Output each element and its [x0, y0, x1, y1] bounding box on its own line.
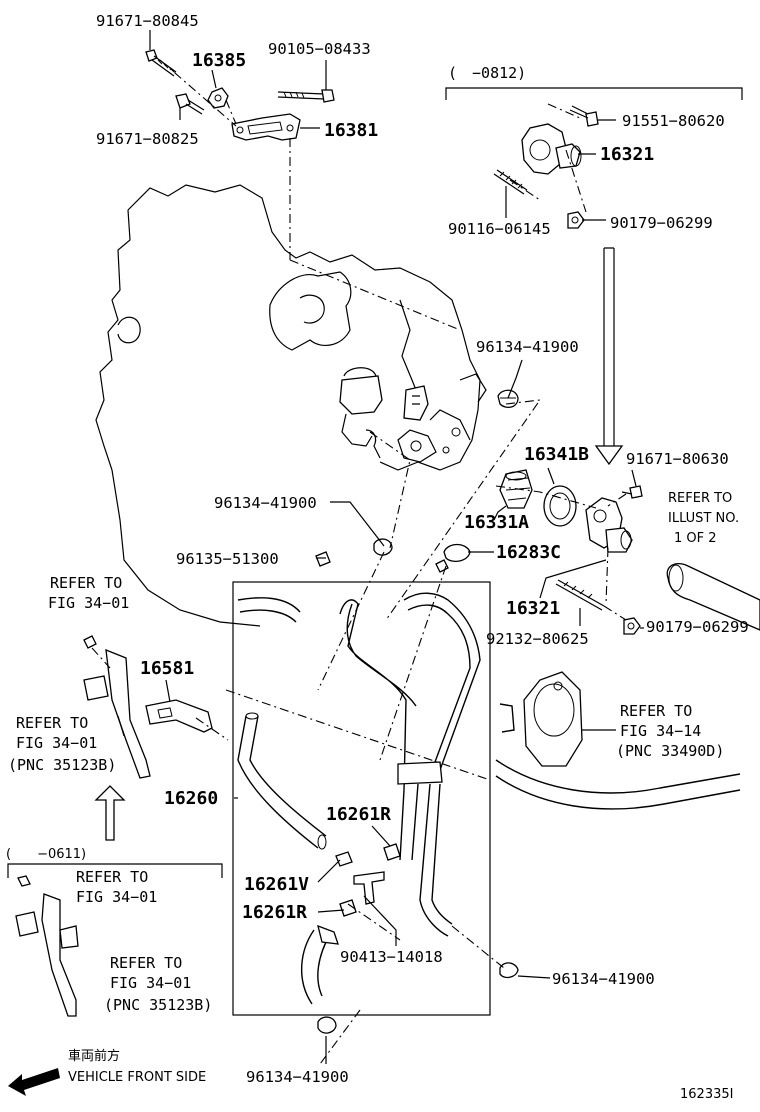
- label-16261r-a: 16261R: [326, 804, 391, 825]
- refer-e-line1: REFER TO: [110, 954, 182, 972]
- label-16261v: 16261V: [244, 874, 309, 895]
- arrow-up-icon: [94, 785, 126, 841]
- label-91551-80620: 91551−80620: [622, 112, 725, 130]
- nut-90179-06299-mid: [623, 617, 641, 635]
- leader-dash-clamp-a: [385, 399, 542, 621]
- refer-b-line3: (PNC 35123B): [8, 756, 116, 774]
- refer-e-line3: (PNC 35123B): [104, 996, 212, 1014]
- label-96134-41900-a: 96134−41900: [476, 338, 579, 356]
- refer-d-line1: REFER TO: [76, 868, 148, 886]
- refer-c-line3: (PNC 33490D): [616, 742, 724, 760]
- range-bracket-bottom: [7, 863, 223, 878]
- label-16321-mid: 16321: [506, 598, 560, 619]
- plug-96135-51300: [315, 551, 331, 567]
- leader-dash-thermo: [495, 485, 627, 509]
- clamp-96134-41900-d: [317, 1016, 337, 1034]
- label-92132-80625: 92132−80625: [486, 630, 589, 648]
- label-90179-06299-mid: 90179−06299: [646, 618, 749, 636]
- hose-16260-drawing: [237, 592, 481, 1005]
- nut-90179-06299-top: [567, 211, 585, 229]
- refer-a-line2: FIG 34−01: [48, 594, 129, 612]
- label-16341b: 16341B: [524, 444, 589, 465]
- label-16260: 16260: [164, 788, 218, 809]
- label-96134-41900-c: 96134−41900: [552, 970, 655, 988]
- stud-90105-08433: [277, 89, 335, 103]
- refer-b-line2: FIG 34−01: [16, 734, 97, 752]
- refer-c-line2: FIG 34−14: [620, 722, 701, 740]
- range-label-top: ( −0812): [448, 64, 526, 82]
- clamp-96134-41900-b: [373, 538, 393, 556]
- label-16331a: 16331A: [464, 512, 529, 533]
- clamp-96134-41900-c: [499, 962, 519, 979]
- refer-illust-line2: ILLUST NO.: [668, 511, 739, 526]
- label-16581: 16581: [140, 658, 194, 679]
- down-arrow-icon: [594, 247, 624, 466]
- water-outlet-16321-top: [521, 123, 582, 175]
- label-16261r-b: 16261R: [242, 902, 307, 923]
- label-96134-41900-b: 96134−41900: [214, 494, 317, 512]
- refer-hose-illust: [666, 563, 760, 631]
- label-90105-08433: 90105−08433: [268, 40, 371, 58]
- label-91671-80845: 91671−80845: [96, 12, 199, 30]
- label-91671-80630: 91671−80630: [626, 450, 729, 468]
- part-labels: 91671−80845 16385 90105−08433 91671−8082…: [6, 12, 749, 1102]
- bracket-fig34-01-lower: [15, 875, 79, 1017]
- stud-92132-80625: [555, 579, 605, 611]
- refer-illust-line1: REFER TO: [668, 491, 732, 506]
- label-90116-06145: 90116−06145: [448, 220, 551, 238]
- clamp-16283c: [435, 543, 471, 573]
- leader-dash-top-left: [159, 59, 461, 331]
- leader-lines: [117, 30, 644, 1064]
- bolt-91671-80845: [145, 49, 177, 77]
- label-96135-51300: 96135−51300: [176, 550, 279, 568]
- clamp-96134-41900-a: [497, 389, 519, 409]
- refer-b-line1: REFER TO: [16, 714, 88, 732]
- engine-block-drawing: [95, 184, 487, 627]
- vehicle-front-label: VEHICLE FRONT SIDE: [68, 1070, 206, 1085]
- label-16381: 16381: [324, 120, 378, 141]
- label-96134-41900-d: 96134−41900: [246, 1068, 349, 1086]
- oil-cooler-drawing: [495, 671, 741, 810]
- range-label-bottom: ( −0611): [6, 847, 86, 862]
- leader-dash-clamp-c: [451, 925, 505, 969]
- label-16321-top: 16321: [600, 144, 654, 165]
- label-90413-14018: 90413−14018: [340, 948, 443, 966]
- leader-dash-16581: [195, 717, 229, 741]
- range-bracket-top: [445, 87, 743, 100]
- stud-90116-06145: [493, 169, 528, 195]
- leader-dash-mid: [317, 431, 447, 761]
- bracket-16381: [231, 113, 301, 141]
- label-16283c: 16283C: [496, 542, 561, 563]
- label-90179-06299-top: 90179−06299: [610, 214, 713, 232]
- leader-dash-hose: [225, 689, 491, 1065]
- bolt-91671-80825: [175, 93, 205, 115]
- nut-16385: [207, 87, 229, 109]
- hose-assembly-frame: [232, 581, 491, 1016]
- leader-dash-top-right: [509, 103, 587, 213]
- refer-c-line1: REFER TO: [620, 702, 692, 720]
- gasket-16341b: [543, 485, 577, 527]
- label-16385: 16385: [192, 50, 246, 71]
- figure-id: 162335I: [680, 1087, 733, 1102]
- jp-front-label: 車両前方: [68, 1048, 120, 1064]
- front-arrow-icon: [8, 1068, 60, 1096]
- leader-dash-stud: [603, 547, 627, 621]
- water-inlet-16321-mid: [585, 497, 633, 553]
- refer-a-line1: REFER TO: [50, 574, 122, 592]
- refer-e-line2: FIG 34−01: [110, 974, 191, 992]
- bracket-16581: [145, 699, 213, 733]
- refer-illust-line3: 1 OF 2: [674, 531, 717, 546]
- refer-d-line2: FIG 34−01: [76, 888, 157, 906]
- bracket-fig34-01-upper: [83, 635, 151, 779]
- label-91671-80825: 91671−80825: [96, 130, 199, 148]
- bolt-91551-80620: [569, 105, 599, 127]
- bolt-91671-80630: [621, 485, 643, 499]
